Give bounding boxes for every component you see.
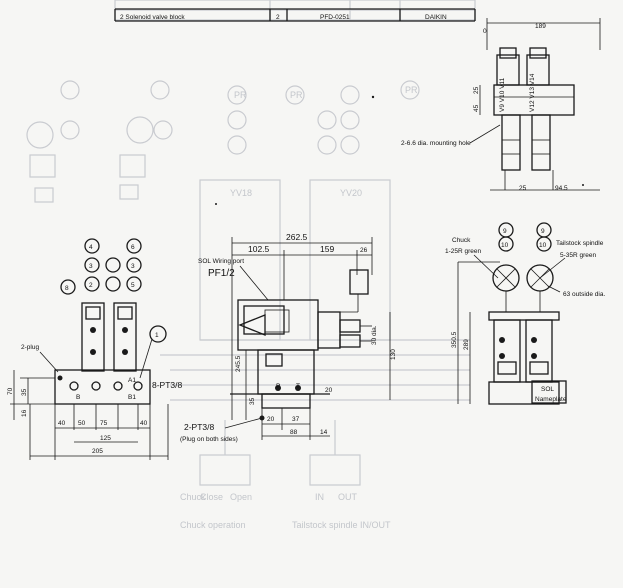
dim-label: 45 <box>473 104 480 112</box>
table-cell: 2 <box>276 14 280 21</box>
chuck-label: Chuck <box>452 237 471 244</box>
dim-label: 289 <box>463 339 470 350</box>
valve-ids: V12 V13 V14 <box>529 73 536 112</box>
dim-label: 350.5 <box>451 331 458 348</box>
ghost-label: PR <box>405 85 418 95</box>
ghost-label: PR <box>234 90 247 100</box>
ghost-label: Tailstock spindle IN/OUT <box>292 520 391 530</box>
dim-label: 50 <box>78 420 86 427</box>
top-right-view: 0 189 V9 V10 V11 V12 V13 V14 45 25 2-6.6… <box>401 18 601 192</box>
dim-label: 40 <box>58 420 66 427</box>
port-P: P <box>276 383 280 390</box>
dim-label: 205 <box>92 448 103 455</box>
dim-label: 70 <box>7 387 14 395</box>
port-label: 8-PT3/8 <box>152 380 183 390</box>
balloon-number: 10 <box>539 242 547 249</box>
dim-label: 25 <box>473 86 480 94</box>
dim-label: 125 <box>100 435 111 442</box>
balloon-number: 3 <box>89 263 93 270</box>
balloon-number: 6 <box>131 244 135 251</box>
dim-label: 102.5 <box>248 244 270 254</box>
faint-background-layer: PR PR PR YV18 YV20 Chuck Open Close IN O… <box>26 0 476 530</box>
center-side-view: 262.5 102.5 159 26 SOL Wiring port PF1/2… <box>180 232 397 443</box>
mounting-hole-label: 2-6.6 dia. mounting hole <box>401 140 471 147</box>
dim-label: 20 <box>325 387 333 394</box>
tailstock-spec: 5-35R green <box>560 252 597 259</box>
chuck-spec: 1-25R green <box>445 248 482 255</box>
dim-label: 14 <box>320 429 328 436</box>
ghost-label: Close <box>200 492 223 502</box>
dim-label: 159 <box>320 244 334 254</box>
dim-label: 0 <box>483 28 487 35</box>
valve-ids: V9 V10 V11 <box>499 77 506 112</box>
table-cell: 2 Solenoid valve block <box>120 14 185 21</box>
balloon-number: 1 <box>155 332 159 339</box>
port-note: (Plug on both sides) <box>180 436 238 443</box>
dim-label: 30 dia. <box>371 325 378 345</box>
ghost-label: OUT <box>338 492 358 502</box>
dim-label: 16 <box>21 409 28 417</box>
ghost-label: Chuck operation <box>180 520 246 530</box>
pf-label: PF1/2 <box>208 268 235 279</box>
dim-label: 75 <box>100 420 108 427</box>
right-front-view: 9 10 9 10 Chuck 1-25R green Tailstock sp… <box>445 222 605 405</box>
dim-label: 35 <box>21 388 28 396</box>
table-cell: DAIKIN <box>425 14 447 21</box>
parts-table-row: 2 Solenoid valve block 2 PFD-0251 DAIKIN <box>114 8 476 22</box>
ghost-label: Open <box>230 492 252 502</box>
dim-label: 262.5 <box>286 232 308 242</box>
balloon-number: 9 <box>541 228 545 235</box>
sol-wiring-label: SOL Wiring port <box>198 258 244 265</box>
port-A: A1 <box>128 377 136 384</box>
balloon-number: 9 <box>503 228 507 235</box>
ghost-label: PR <box>290 90 303 100</box>
dim-label: 189 <box>535 23 546 30</box>
balloon-number: 2 <box>89 282 93 289</box>
table-cell: PFD-0251 <box>320 14 350 21</box>
ghost-label: YV20 <box>340 188 362 198</box>
port-B: B1 <box>128 394 136 401</box>
balloon-number: 3 <box>131 263 135 270</box>
dim-label: 130 <box>390 349 397 360</box>
port-B-left: B <box>76 394 80 401</box>
sol-label: SOL <box>541 386 554 393</box>
balloon-number: 5 <box>131 282 135 289</box>
balloon-number: 10 <box>501 242 509 249</box>
dim-label: 37 <box>292 416 300 423</box>
dim-label: 25 <box>519 185 527 192</box>
plug-label: 2-plug <box>21 344 39 351</box>
dim-label: 35 <box>249 397 256 405</box>
left-valve-view: 4 3 2 6 3 5 8 1 2-plug 8 <box>7 238 183 460</box>
port-T: T <box>296 383 300 390</box>
nameplate-label: Nameplate <box>535 396 567 403</box>
dim-label: 40 <box>140 420 148 427</box>
balloon-number: 8 <box>65 285 69 292</box>
port-label: 2-PT3/8 <box>184 422 215 432</box>
tailstock-label: Tailstock spindle <box>556 240 604 247</box>
ghost-label: IN <box>315 492 324 502</box>
ghost-label: Chuck <box>180 492 206 502</box>
outside-dia-label: 63 outside dia. <box>563 291 605 298</box>
dim-label: 20 <box>267 416 275 423</box>
dim-label: 26 <box>360 247 368 254</box>
dim-label: 245.5 <box>235 355 242 372</box>
dim-label: 94.5 <box>555 185 568 192</box>
balloon-number: 4 <box>89 244 93 251</box>
ghost-label: YV18 <box>230 188 252 198</box>
dim-label: 88 <box>290 429 298 436</box>
